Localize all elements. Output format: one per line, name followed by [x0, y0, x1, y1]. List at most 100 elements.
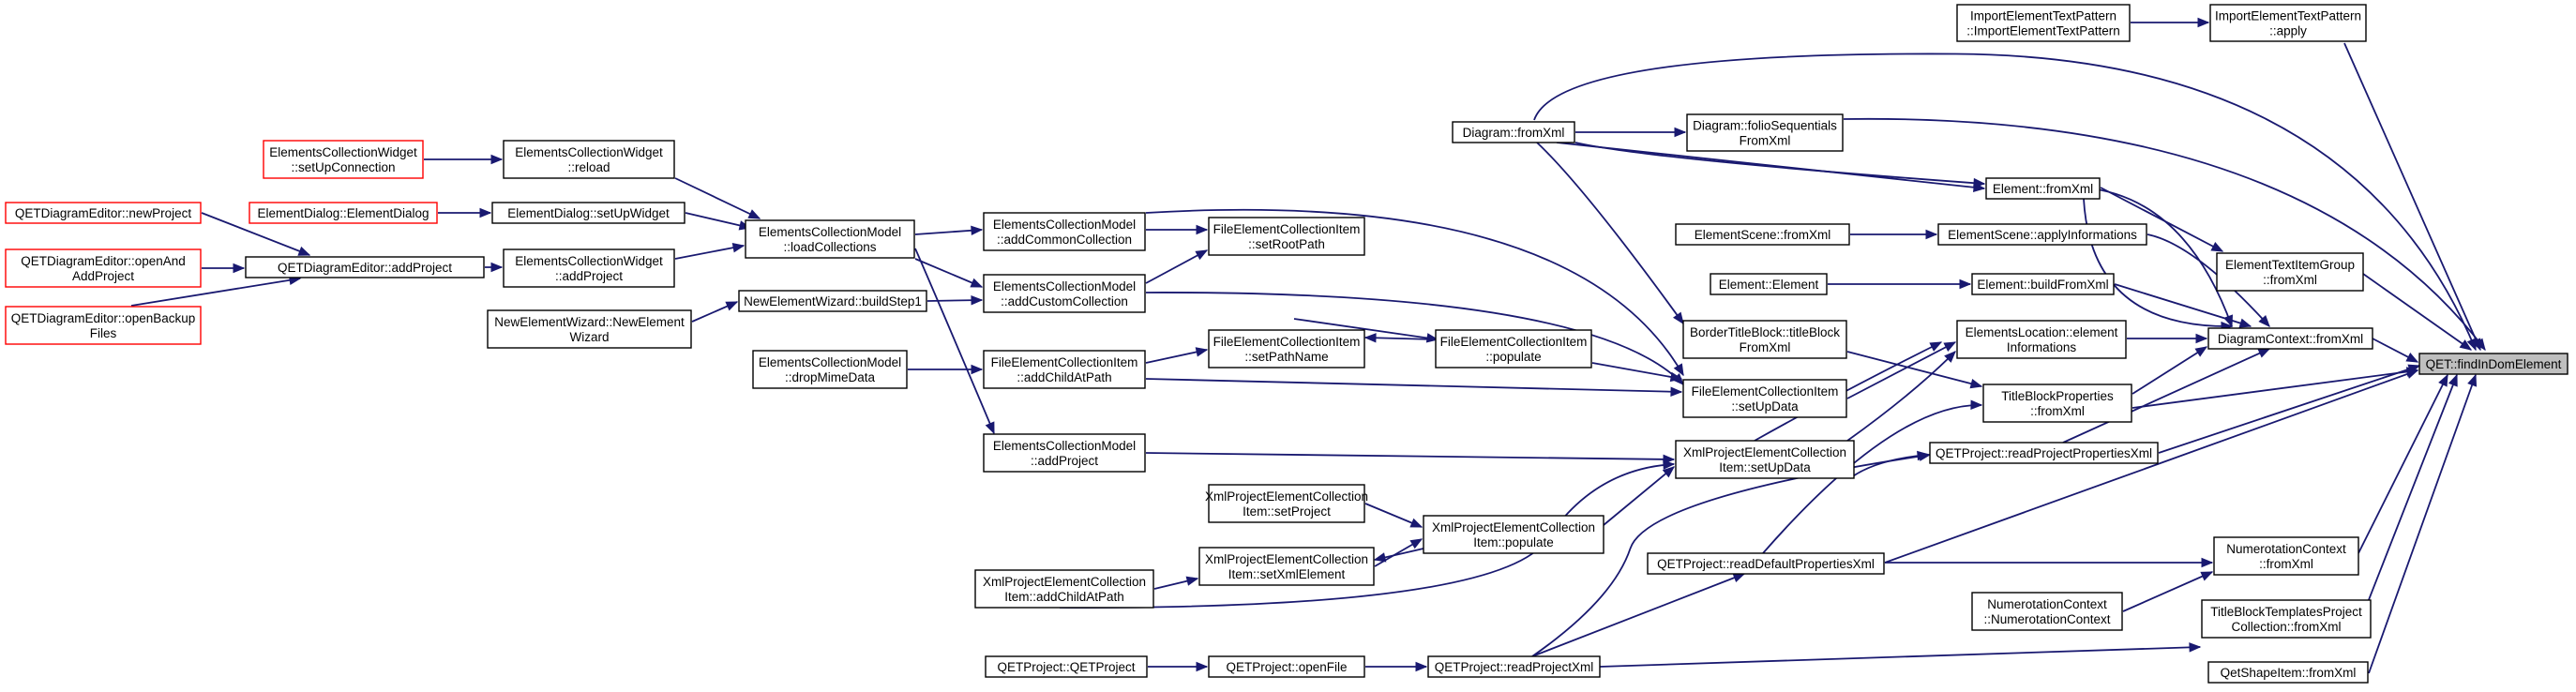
node-label: Informations	[2007, 340, 2077, 354]
function-node[interactable]: ImportElementTextPattern::apply	[2209, 4, 2367, 42]
edge-line	[2147, 233, 2270, 327]
function-node[interactable]: QETDiagramEditor::newProject	[5, 202, 202, 224]
function-node[interactable]: NewElementWizard::NewElementWizard	[487, 309, 692, 349]
call-edge	[674, 243, 746, 260]
node-box	[2216, 252, 2364, 292]
function-node[interactable]: QETProject::readDefaultPropertiesXml	[1647, 552, 1885, 575]
edge-arrowhead	[1674, 127, 1687, 138]
function-node[interactable]: XmlProjectElementCollectionItem::populat…	[1423, 515, 1604, 554]
node-box	[263, 140, 424, 179]
function-node[interactable]: FileElementCollectionItem::setUpData	[1682, 379, 1847, 418]
node-label: ::fromXml	[2263, 273, 2317, 287]
function-node[interactable]: ElementsCollectionWidget::setUpConnectio…	[263, 140, 424, 179]
node-box	[2418, 353, 2568, 375]
node-label: ElementsCollectionWidget	[515, 145, 663, 159]
edge-line	[1293, 318, 1439, 340]
function-node[interactable]: Element::Element	[1710, 273, 1828, 295]
edge-line	[2083, 187, 2233, 327]
node-label: Element::fromXml	[1993, 182, 2093, 196]
function-node[interactable]: XmlProjectElementCollectionItem::setUpDa…	[1675, 440, 1855, 479]
function-node[interactable]: ElementsCollectionWidget::addProject	[503, 248, 675, 288]
function-node[interactable]: FileElementCollectionItem::addChildAtPat…	[983, 350, 1146, 389]
node-label: BorderTitleBlock::titleBlock	[1690, 325, 1840, 339]
node-box	[487, 309, 692, 349]
function-node[interactable]: XmlProjectElementCollectionItem::addChil…	[974, 569, 1154, 609]
node-box	[1435, 329, 1592, 369]
call-edge	[1365, 661, 1428, 672]
edge-line	[2114, 283, 2252, 327]
node-box	[738, 290, 927, 312]
node-box	[5, 202, 202, 224]
function-node[interactable]: NumerotationContext::fromXml	[2213, 536, 2359, 576]
edge-line	[2362, 273, 2472, 351]
function-node[interactable]: QetShapeItem::fromXml	[2207, 661, 2369, 684]
function-node[interactable]: TitleBlockProperties::fromXml	[1982, 384, 2132, 423]
node-label: ::setPathName	[1244, 350, 1328, 364]
edge-arrowhead	[1670, 386, 1683, 397]
function-node[interactable]: NumerotationContext::NumerotationContext	[1971, 592, 2123, 631]
function-node[interactable]: ElementDialog::setUpWidget	[491, 202, 685, 224]
edge-arrowhead	[2405, 369, 2419, 379]
function-node[interactable]: QETProject::readProjectPropertiesXml	[1929, 442, 2159, 464]
function-node[interactable]: FileElementCollectionItem::setPathName	[1208, 329, 1365, 369]
edge-line	[1145, 378, 1682, 393]
function-node[interactable]: ElementTextItemGroup::fromXml	[2216, 252, 2364, 292]
function-node[interactable]: FileElementCollectionItem::populate	[1435, 329, 1592, 369]
node-label: DiagramContext::fromXml	[2218, 332, 2363, 346]
function-node[interactable]: ElementsCollectionModel::dropMimeData	[752, 350, 908, 389]
node-label: TitleBlockProperties	[2001, 389, 2114, 403]
function-node[interactable]: ElementScene::fromXml	[1675, 223, 1850, 246]
function-node[interactable]: ImportElementTextPattern::ImportElementT…	[1956, 4, 2131, 42]
function-node[interactable]: XmlProjectElementCollectionItem::setXmlE…	[1198, 547, 1375, 586]
function-node[interactable]: FileElementCollectionItem::setRootPath	[1208, 217, 1365, 256]
node-box	[1686, 113, 1844, 152]
function-node[interactable]: ElementsCollectionModel::addCommonCollec…	[983, 212, 1146, 251]
function-node[interactable]: ElementsCollectionWidget::reload	[503, 140, 675, 179]
edge-arrowhead	[1409, 538, 1424, 549]
node-box	[1675, 223, 1850, 246]
edge-arrowhead	[1415, 661, 1428, 672]
edge-line	[1884, 369, 2418, 564]
node-box	[1929, 442, 2159, 464]
edge-arrowhead	[1196, 224, 1209, 235]
edge-line	[1059, 463, 1675, 609]
call-edge	[1574, 142, 1986, 188]
function-node[interactable]: QETProject::openFile	[1208, 655, 1365, 678]
function-node[interactable]: ElementDialog::ElementDialog	[249, 202, 438, 224]
node-label: ElementTextItemGroup	[2225, 258, 2355, 272]
function-node[interactable]: XmlProjectElementCollectionItem::setProj…	[1205, 484, 1368, 523]
call-edge	[914, 248, 995, 435]
node-label: QETProject::openFile	[1226, 660, 1347, 674]
node-label: TitleBlockTemplatesProject	[2210, 605, 2362, 619]
function-node[interactable]: QETProject::readProjectXml	[1427, 655, 1601, 678]
function-node[interactable]: QETDiagramEditor::addProject	[245, 256, 485, 278]
edge-line	[2132, 369, 2418, 409]
function-node[interactable]: ElementsCollectionModel::addCustomCollec…	[983, 274, 1146, 313]
edge-arrowhead	[1373, 552, 1387, 563]
node-box	[245, 256, 485, 278]
function-node[interactable]: Element::buildFromXml	[1971, 273, 2115, 295]
call-edge	[202, 263, 246, 274]
edge-arrowhead	[731, 243, 746, 253]
call-edge	[1846, 351, 1956, 442]
edge-line	[2158, 365, 2420, 454]
function-node[interactable]: NewElementWizard::buildStep1	[738, 290, 927, 312]
function-node[interactable]: DiagramContext::fromXml	[2207, 327, 2373, 350]
edge-arrowhead	[2210, 242, 2224, 252]
function-node[interactable]: ElementsCollectionModel::loadCollections	[745, 219, 915, 259]
function-node[interactable]: ElementScene::applyInformations	[1937, 223, 2147, 246]
node-box	[1982, 384, 2132, 423]
function-node[interactable]: Element::fromXml	[1985, 177, 2101, 200]
node-label: NewElementWizard::buildStep1	[744, 294, 922, 308]
function-node[interactable]: TitleBlockTemplatesProjectCollection::fr…	[2201, 599, 2372, 639]
function-node[interactable]: ElementsCollectionModel::addProject	[983, 433, 1146, 473]
node-label: ::addCommonCollection	[997, 233, 1132, 247]
call-edge	[674, 177, 761, 219]
function-node[interactable]: QETProject::QETProject	[985, 655, 1148, 678]
function-node[interactable]: Diagram::fromXml	[1452, 121, 1575, 143]
